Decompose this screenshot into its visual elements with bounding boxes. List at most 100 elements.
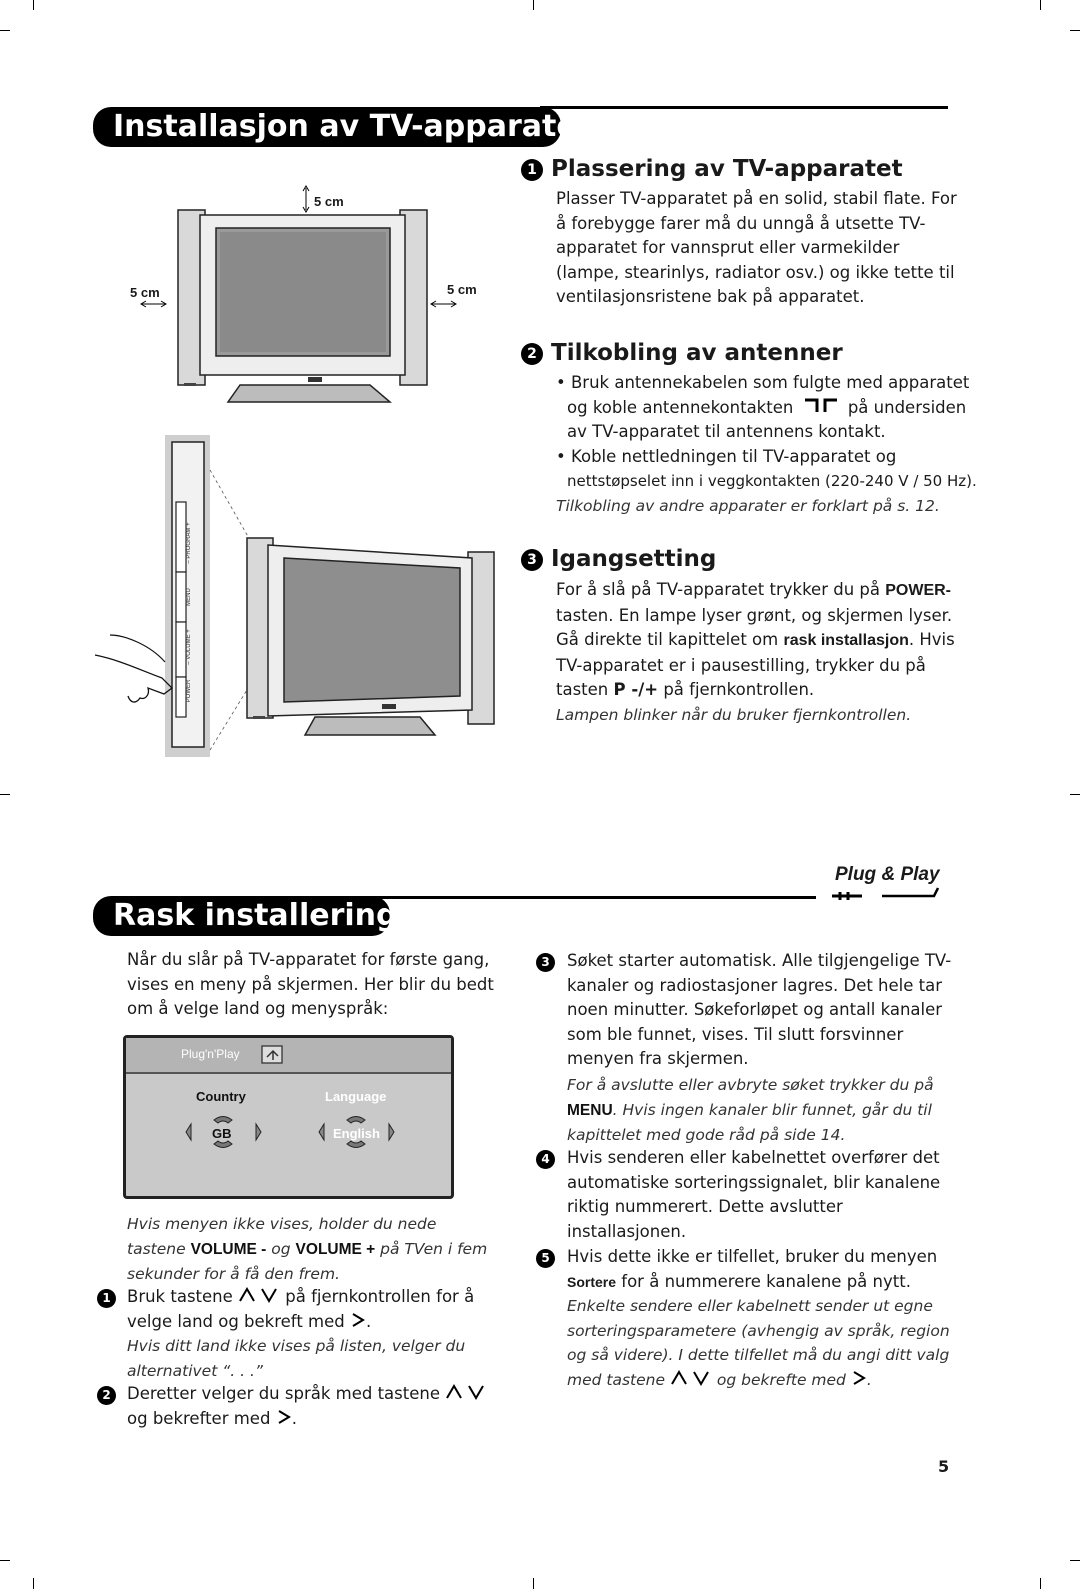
step2-c: .: [291, 1408, 297, 1428]
osd-language-label: Language: [325, 1089, 387, 1104]
step2-a: Deretter velger du språk med tastene: [127, 1384, 440, 1403]
step5-note: Enkelte sendere eller kabelnett sender u…: [567, 1294, 957, 1392]
heading-antenna: 2 Tilkobling av antenner: [521, 340, 843, 366]
step-number: 2: [521, 343, 543, 365]
antenna-connector-icon: [804, 398, 837, 412]
step-number: 5: [536, 1249, 555, 1268]
osd-country-value[interactable]: GB: [212, 1126, 232, 1141]
step-number: 2: [97, 1386, 116, 1405]
step5-note-b: og bekrefte med: [716, 1370, 846, 1389]
step2-b: og bekrefter med: [127, 1408, 271, 1428]
crop-mark: [1070, 30, 1080, 31]
startup-note: Lampen blinker når du bruker fjernkontro…: [556, 705, 912, 724]
step1-a: Bruk tastene: [127, 1287, 233, 1306]
osd-header-bar: [126, 1038, 451, 1074]
step3-note: For å avslutte eller avbryte søket trykk…: [567, 1073, 952, 1148]
heading-startup: 3 Igangsetting: [521, 546, 716, 572]
page-number: 5: [938, 1457, 950, 1476]
step1-note: Hvis ditt land ikke vises på listen, vel…: [127, 1337, 466, 1380]
heading-text: Plassering av TV-apparatet: [551, 156, 903, 182]
step3-note-b: . Hvis ingen kanaler blir funnet, går du…: [567, 1100, 932, 1145]
volume-minus-key: VOLUME -: [190, 1240, 267, 1258]
up-down-keys-icon: [239, 1287, 277, 1303]
antenna-bullet-1b: og koble antennekontakten: [567, 397, 794, 417]
section-rule: [370, 896, 816, 899]
tv-startup-illustration: [94, 435, 495, 757]
note1b: på TVen i fem sekunder for å få den frem…: [127, 1239, 488, 1284]
step5-text: Hvis dette ikke er tilfellet, bruker du …: [567, 1245, 952, 1294]
crop-mark: [1040, 1578, 1041, 1589]
intro-text: Når du slår på TV-apparatet for første g…: [127, 950, 494, 1018]
step5-a: Hvis dette ikke er tilfellet, bruker du …: [567, 1247, 938, 1266]
heading-text: Tilkobling av antenner: [551, 340, 843, 366]
startup-t3: . Hvis TV-apparatet er i pausestilling, …: [556, 630, 955, 699]
crop-mark: [0, 30, 10, 31]
sort-menu-label: Sortere: [567, 1273, 617, 1290]
step5-b: for å nummerere kanalene på nytt.: [621, 1271, 911, 1291]
step5-note-a: Enkelte sendere eller kabelnett sender u…: [567, 1297, 950, 1389]
step-number: 4: [536, 1150, 555, 1169]
side-panel-menu-label: MENU: [186, 588, 192, 606]
step-number: 3: [521, 549, 543, 571]
antenna-bullet-1c: på undersiden: [847, 397, 967, 417]
side-panel-power-label: POWER: [186, 679, 192, 703]
crop-mark: [533, 1578, 534, 1589]
clearance-left-label: 5 cm: [130, 285, 160, 300]
step1-b: på fjernkontrollen for å velge land og b…: [127, 1287, 475, 1331]
plug-and-play-logo-text: Plug & Play: [835, 864, 940, 885]
up-down-keys-icon: [446, 1384, 485, 1400]
heading-placement: 1 Plassering av TV-apparatet: [521, 156, 903, 182]
right-key-icon: [853, 1370, 866, 1385]
step1-text: Bruk tastene på fjernkontrollen for å ve…: [127, 1285, 507, 1334]
quick-install-label: rask installasjon: [783, 632, 909, 649]
up-down-keys-icon: [671, 1369, 709, 1386]
osd-header-label: Plug'n'Play: [181, 1047, 240, 1061]
crop-mark: [33, 0, 34, 10]
antenna-bullet-1a: • Bruk antennekabelen som fulgte med app…: [556, 373, 970, 392]
step2-text: Deretter velger du språk med tastene og …: [127, 1382, 507, 1431]
startup-t4: på fjernkontrollen.: [663, 680, 815, 699]
osd-missing-note: Hvis menyen ikke vises, holder du nede t…: [127, 1212, 497, 1287]
volume-plus-key: VOLUME +: [295, 1240, 376, 1258]
antenna-bullet-1d: av TV-apparatet til antennens kontakt.: [567, 422, 886, 441]
antenna-bullet-2a: • Koble nettledningen til TV-apparatet o…: [556, 446, 897, 466]
step3-note-a: For å avslutte eller avbryte søket trykk…: [567, 1076, 934, 1094]
step-number: 1: [97, 1289, 116, 1308]
menu-key: MENU: [567, 1101, 613, 1119]
right-key-icon: [352, 1312, 365, 1327]
crop-mark: [1070, 794, 1080, 795]
step-number: 1: [521, 159, 543, 181]
osd-language-selector-arrows: [318, 1116, 395, 1148]
section-title-quick-install: Rask installering: [93, 896, 398, 936]
tv-placement-illustration: [140, 185, 457, 403]
plug-n-play-osd-menu: Plug'n'Play Country Language GB English: [123, 1035, 454, 1199]
step4-text: Hvis senderen eller kabelnettet overføre…: [567, 1148, 941, 1241]
crop-mark: [1070, 1560, 1080, 1561]
osd-country-selector-arrows: [185, 1116, 262, 1148]
heading-text: Igangsetting: [551, 546, 717, 572]
osd-language-value[interactable]: English: [333, 1126, 380, 1141]
plug-n-play-icon: [261, 1045, 283, 1064]
antenna-note: Tilkobling av andre apparater er forklar…: [556, 496, 940, 515]
antenna-text: • Bruk antennekabelen som fulgte med app…: [556, 371, 986, 518]
osd-country-label: Country: [196, 1089, 246, 1104]
crop-mark: [0, 1560, 10, 1561]
plug-and-play-logo: [832, 887, 940, 900]
startup-text: For å slå på TV-apparatet trykker du på …: [556, 578, 968, 727]
step3-text: Søket starter automatisk. Alle tilgjenge…: [567, 951, 952, 1068]
og-text: og: [271, 1239, 291, 1258]
section-rule: [540, 106, 948, 109]
right-key-icon: [278, 1409, 291, 1424]
step-number: 3: [536, 953, 555, 972]
placement-text: Plasser TV-apparatet på en solid, stabil…: [556, 189, 957, 306]
step5-note-c: .: [866, 1370, 872, 1389]
startup-t1: For å slå på TV-apparatet trykker du på: [556, 580, 880, 599]
crop-mark: [1040, 0, 1041, 10]
section-title-installation: Installasjon av TV-apparatet: [93, 107, 591, 147]
side-panel-program-label: – PROGRAM +: [186, 522, 192, 564]
crop-mark: [0, 794, 10, 795]
p-key-label: P -/+: [613, 680, 659, 699]
side-panel-volume-label: – VOLUME +: [186, 629, 192, 665]
clearance-right-label: 5 cm: [447, 282, 477, 297]
antenna-bullet-2b: nettstøpselet inn i veggkontakten (220-2…: [567, 472, 977, 490]
